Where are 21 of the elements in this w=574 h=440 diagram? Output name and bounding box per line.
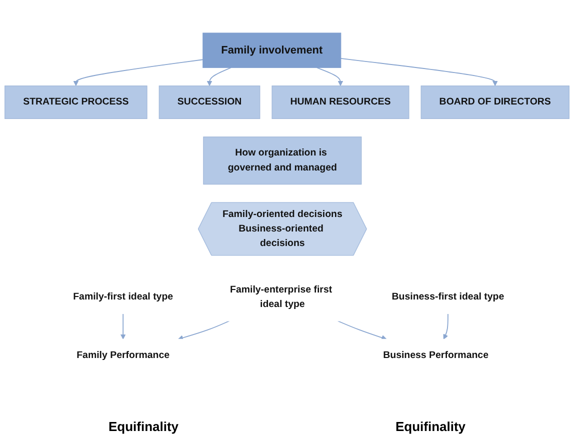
node-box: SUCCESSION	[158, 86, 260, 119]
equifinality-note: Equifinality	[108, 419, 179, 434]
node-text: Business-first ideal type	[392, 292, 504, 302]
arrow	[316, 67, 344, 86]
arrow	[206, 67, 232, 86]
arrow	[443, 313, 448, 340]
arrow	[178, 320, 230, 340]
node-box: How organization is governed and managed	[203, 136, 362, 185]
node-text: Family-first ideal type	[73, 292, 174, 302]
equifinality-note: Equifinality	[395, 419, 466, 434]
node-box: BOARD OF DIRECTORS	[420, 86, 570, 119]
arrow	[340, 58, 498, 86]
node-box: Family involvement	[202, 32, 342, 68]
node-text: Family Performance	[76, 350, 170, 360]
node-text: Family-enterprise first ideal type	[230, 284, 332, 310]
arrow	[73, 59, 204, 86]
node-box: HUMAN RESOURCES	[272, 86, 410, 119]
node-box: STRATEGIC PROCESS	[4, 86, 148, 119]
arrow	[120, 313, 126, 340]
arrow	[337, 320, 387, 340]
node-text: Business Performance	[383, 350, 488, 360]
